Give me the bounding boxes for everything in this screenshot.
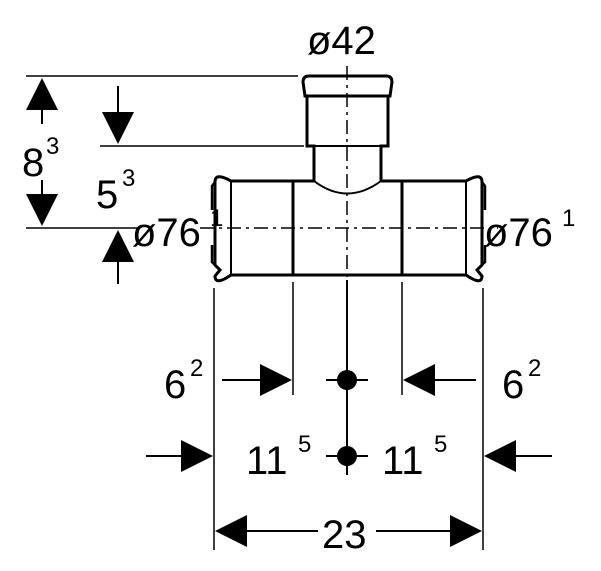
half-right-sup: 5 [434,431,447,458]
main-diameter-right-sup: 1 [562,205,575,232]
right-press-bead [481,181,487,266]
arrow-half-left [181,440,213,472]
branch-diameter-label: ø42 [307,19,376,63]
center-dot-2 [337,446,357,466]
left-press-bead [210,181,216,266]
insert-right-label: 6 [502,363,524,407]
height-overall-sup: 3 [46,133,59,160]
arrow-overall-right [450,515,482,547]
arrow-height-down [26,194,58,226]
arrow-half-right [484,440,516,472]
center-dot-1 [337,370,357,390]
arrow-insert-left [260,364,292,396]
dimension-lines [26,78,552,547]
branch-collar [301,74,394,98]
height-overall-label: 8 [22,141,44,185]
arrow-insert-right [403,364,435,396]
main-diameter-left-label: ø76 [132,211,201,255]
height-center-label: 5 [96,173,118,217]
dimension-labels: ø42 8 3 5 3 ø76 1 ø76 1 6 2 6 2 11 5 11 … [22,19,575,557]
right-press-end [402,175,484,283]
arrow-height-up [26,78,58,110]
centerlines [200,66,498,280]
main-diameter-right-label: ø76 [484,211,553,255]
arrow-center-down [102,112,134,144]
tee-fitting [210,74,487,283]
half-left-label: 11 [246,439,288,483]
arrow-center-up [102,230,134,262]
overall-length-label: 23 [322,513,367,557]
insert-left-sup: 2 [190,355,203,382]
main-diameter-left-sup: 1 [210,205,223,232]
half-left-sup: 5 [298,431,311,458]
height-center-sup: 3 [122,165,135,192]
insert-right-sup: 2 [528,355,541,382]
arrow-overall-left [215,515,247,547]
left-press-end [213,175,293,283]
half-right-label: 11 [382,439,424,483]
branch-neck [305,96,390,181]
insert-left-label: 6 [164,363,186,407]
